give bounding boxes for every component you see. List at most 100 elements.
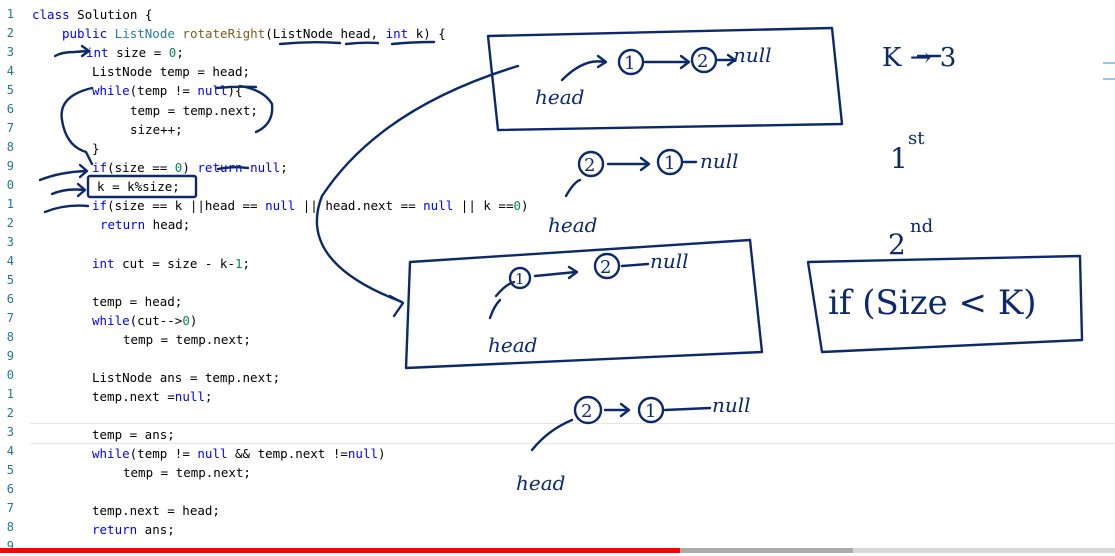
code-line-18[interactable]: temp = temp.next; (123, 330, 251, 349)
code-line-3[interactable]: int size = 0; (86, 43, 184, 62)
code-line-6[interactable]: temp = temp.next; (130, 101, 258, 120)
code-text: (temp != (129, 83, 198, 98)
video-progress-bar[interactable] (0, 548, 1115, 553)
link-arrow (663, 406, 712, 412)
ordinal-second: 2 (888, 228, 906, 261)
line-number: 8 (6, 330, 14, 344)
loop-bracket (238, 84, 274, 134)
code-line-1[interactable]: class Solution { (32, 5, 152, 24)
keyword: return (92, 522, 138, 537)
k-note: K → 3 (882, 43, 956, 73)
code-text: (ListNode head, (265, 26, 386, 41)
node-value: 2 (697, 51, 708, 72)
null-label: null (700, 149, 739, 173)
line-number: 8 (6, 520, 14, 534)
code-text: ) (182, 160, 198, 175)
list-node-1 (637, 396, 665, 424)
code-text: temp = temp.next; (123, 465, 251, 480)
code-line-20[interactable]: ListNode ans = temp.next; (92, 368, 280, 387)
line-number: 6 (6, 482, 14, 496)
keyword: if (92, 198, 108, 213)
code-text: ; (280, 160, 288, 175)
line-number: 1 (6, 7, 14, 21)
link-arrow (726, 53, 737, 67)
code-text: temp.next = (92, 389, 175, 404)
code-line-24[interactable]: while(temp != null && temp.next !=null) (92, 444, 386, 463)
head-label: head (488, 333, 537, 357)
code-line-11[interactable]: if(size == k ||head == null || head.next… (92, 196, 529, 215)
code-line-7[interactable]: size++; (130, 120, 183, 139)
code-text: ListNode ans = temp.next; (92, 370, 281, 385)
code-text: Solution { (69, 7, 153, 22)
arrow-stroke (53, 49, 90, 58)
line-number: 5 (6, 83, 14, 97)
code-line-28[interactable]: return ans; (92, 520, 175, 539)
arrow-stroke (80, 44, 91, 58)
pointer-arrow (564, 178, 582, 198)
keyword: int (86, 45, 109, 60)
code-text: temp = ans; (92, 427, 175, 442)
code-line-21[interactable]: temp.next =null; (92, 387, 212, 406)
code-line-10[interactable]: k = k%size; (97, 177, 180, 196)
code-line-9[interactable]: if(size == 0) return null; (92, 158, 288, 177)
node-value: 2 (584, 155, 595, 176)
code-text: temp = temp.next; (130, 103, 258, 118)
code-line-17[interactable]: while(cut-->0) (92, 311, 197, 330)
node-value: 2 (581, 401, 592, 422)
node-value: 1 (624, 53, 635, 74)
connector-arrow (315, 64, 520, 304)
number-literal: 1 (235, 256, 243, 271)
arrow-stroke (76, 182, 87, 198)
code-line-16[interactable]: temp = head; (92, 292, 182, 311)
ordinal-suffix: st (908, 128, 925, 149)
ordinal-first: 1 (890, 142, 908, 175)
code-text: ) (378, 446, 386, 461)
line-number: 2 (6, 26, 14, 40)
line-number: 0 (6, 368, 14, 382)
code-line-2[interactable]: public ListNode rotateRight(ListNode hea… (62, 24, 446, 43)
list-node-2 (577, 150, 605, 178)
head-label: head (516, 471, 565, 495)
overview-ruler-mark (1103, 62, 1115, 64)
code-text: && temp.next != (227, 446, 348, 461)
code-line-12[interactable]: return head; (100, 215, 190, 234)
line-number: 5 (6, 273, 14, 287)
code-line-27[interactable]: temp.next = head; (92, 501, 220, 520)
link-arrow (679, 54, 691, 70)
code-text: head; (145, 217, 191, 232)
link-arrow (620, 262, 650, 268)
node-value: 2 (600, 257, 611, 278)
line-number: 6 (6, 292, 14, 306)
list-node-1 (656, 148, 684, 176)
pointer-stroke (488, 298, 502, 320)
line-number: 9 (6, 349, 14, 363)
code-line-14[interactable]: int cut = size - k-1; (92, 254, 250, 273)
code-text: temp = temp.next; (123, 332, 251, 347)
arrow-stroke (78, 163, 89, 179)
null-label: null (712, 393, 751, 417)
code-line-4[interactable]: ListNode temp = head; (92, 62, 250, 81)
node-value: 1 (645, 401, 656, 422)
link-arrow (639, 156, 651, 172)
underline-stroke (214, 85, 258, 90)
number-literal: 0 (182, 313, 190, 328)
number-literal: 0 (168, 45, 177, 60)
link-arrow (619, 402, 631, 418)
code-line-25[interactable]: temp = temp.next; (123, 463, 251, 482)
pointer-arrow (530, 418, 574, 452)
line-number: 0 (6, 178, 14, 192)
line-number: 9 (6, 159, 14, 173)
line-number: 7 (6, 121, 14, 135)
code-line-8[interactable]: } (92, 139, 100, 158)
overview-ruler-mark (1103, 78, 1115, 80)
keyword: null (347, 446, 379, 461)
code-text: ans; (137, 522, 175, 537)
keyword: null (250, 160, 281, 175)
code-text: size++; (130, 122, 183, 137)
code-line-23[interactable]: temp = ans; (92, 425, 175, 444)
line-number: 2 (6, 216, 14, 230)
pointer-arrow (494, 280, 516, 298)
code-text: size = (108, 45, 169, 60)
